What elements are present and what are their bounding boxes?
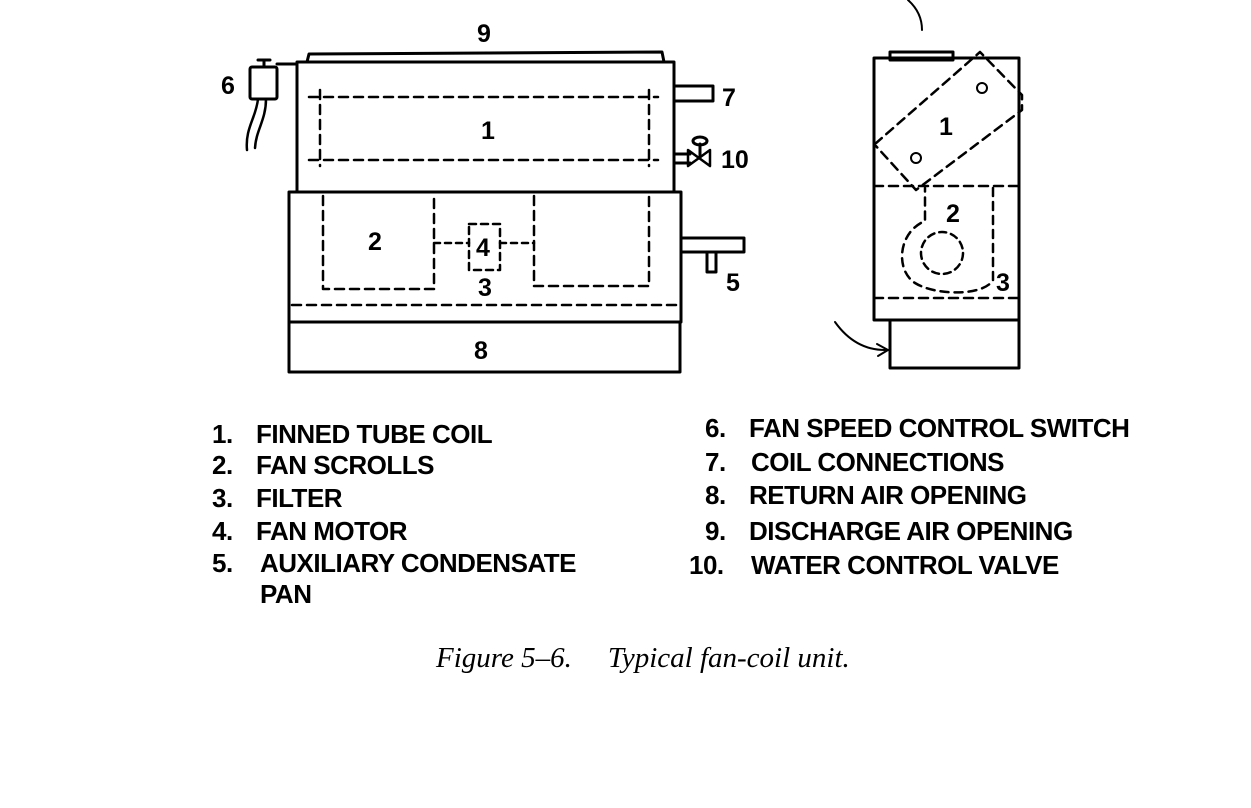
legend-text: DISCHARGE AIR OPENING — [749, 516, 1073, 546]
return-air-arrow — [834, 321, 886, 351]
fan-scroll-right — [532, 194, 651, 288]
legend-text: FAN SPEED CONTROL SWITCH — [749, 413, 1130, 443]
water-control-valve — [672, 135, 712, 168]
return-air-opening — [287, 320, 682, 374]
legend-text: AUXILIARY CONDENSATE — [260, 548, 577, 578]
legend-text: FAN MOTOR — [256, 516, 408, 546]
legend-item-8: 8. RETURN AIR OPENING — [705, 479, 1027, 512]
legend-num: 2. — [212, 450, 233, 480]
condensate-pan-pipe — [679, 236, 746, 254]
side-coil — [873, 50, 1024, 192]
legend-num: 5. — [212, 548, 233, 578]
finned-tube-coil — [307, 88, 660, 168]
callout-4: 4 — [476, 234, 490, 262]
callout-3-side: 3 — [996, 269, 1010, 297]
callout-1-side: 1 — [939, 113, 953, 141]
legend-text: FILTER — [256, 483, 343, 513]
fan-motor — [467, 222, 502, 272]
legend-text: PAN — [260, 579, 312, 609]
side-view — [834, 0, 1024, 370]
callout-3-front: 3 — [478, 274, 492, 302]
callout-10: 10 — [721, 146, 749, 174]
legend-text: COIL CONNECTIONS — [751, 447, 1004, 477]
callout-6: 6 — [221, 72, 235, 100]
legend-num: 10. — [689, 550, 724, 580]
callout-7: 7 — [722, 84, 736, 112]
callout-2-side: 2 — [946, 200, 960, 228]
legend-num: 8. — [705, 480, 726, 510]
callout-2-front: 2 — [368, 228, 382, 256]
side-return-air-opening — [888, 318, 1021, 370]
legend-item-6: 6. FAN SPEED CONTROL SWITCH — [705, 412, 1130, 445]
side-fan-scroll — [900, 186, 995, 294]
callout-labels: 9 6 1 7 10 2 4 3 5 8 1 2 3 — [221, 20, 1010, 365]
figure-caption: Figure 5–6. Typical fan-coil unit. — [436, 642, 850, 675]
callout-8: 8 — [474, 337, 488, 365]
legend-item-7: 7. COIL CONNECTIONS — [705, 446, 1004, 479]
legend-num: 3. — [212, 483, 233, 513]
figure-title: Typical fan-coil unit. — [607, 642, 850, 674]
coil-connection-pipe — [672, 84, 715, 103]
legend-num: 9. — [705, 516, 726, 546]
callout-5: 5 — [726, 269, 740, 297]
legend-item-4: 4. FAN MOTOR — [212, 515, 408, 548]
callout-9: 9 — [477, 20, 491, 48]
front-view — [245, 50, 746, 374]
legend-num: 7. — [705, 447, 726, 477]
discharge-air-opening — [305, 50, 666, 64]
legend-num: 6. — [705, 413, 726, 443]
side-discharge-opening — [888, 50, 955, 62]
legend-text: FINNED TUBE COIL — [256, 419, 493, 449]
legend-num: 4. — [212, 516, 233, 546]
fan-scroll-left — [321, 194, 436, 291]
fan-speed-control-switch — [245, 58, 299, 152]
legend-item-10: 10. WATER CONTROL VALVE — [689, 549, 1059, 582]
figure-label: Figure 5–6. — [436, 642, 572, 674]
legend-item-9: 9. DISCHARGE AIR OPENING — [705, 515, 1073, 548]
discharge-air-arrow — [907, 0, 923, 31]
side-fan-wheel — [919, 230, 965, 276]
legend-item-5: 5. AUXILIARY CONDENSATE — [212, 547, 577, 580]
legend-num: 1. — [212, 419, 233, 449]
callout-1-front: 1 — [481, 117, 495, 145]
legend-text: WATER CONTROL VALVE — [751, 550, 1059, 580]
legend-item-2: 2. FAN SCROLLS — [212, 449, 434, 482]
legend-text: RETURN AIR OPENING — [749, 480, 1027, 510]
legend-item-3: 3. FILTER — [212, 482, 343, 515]
legend-item-5-cont: PAN — [260, 578, 312, 611]
legend-text: FAN SCROLLS — [256, 450, 434, 480]
legend-item-1: 1. FINNED TUBE COIL — [212, 418, 493, 451]
